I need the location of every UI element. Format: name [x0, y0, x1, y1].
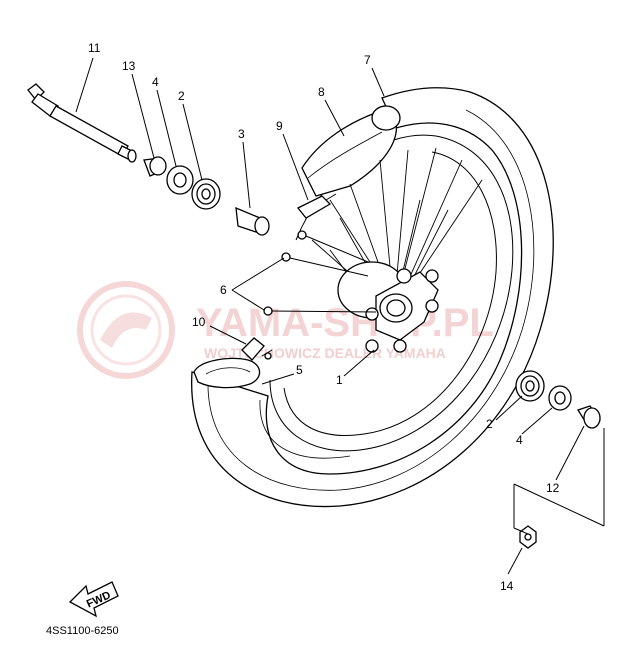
callout-11: 11 — [88, 41, 101, 55]
bolts — [263, 230, 377, 316]
callout-labels: 11 13 4 2 3 9 8 7 6 10 5 1 2 4 12 14 — [88, 41, 560, 593]
callout-10: 10 — [192, 315, 206, 329]
callout-7: 7 — [364, 53, 371, 67]
fwd-label: FWD — [85, 589, 113, 610]
callout-2-lower: 2 — [486, 417, 493, 431]
callout-2-upper: 2 — [178, 89, 185, 103]
part-code: 4SS1100-6250 — [46, 625, 119, 637]
callout-3: 3 — [238, 127, 245, 141]
spoke-nipple — [296, 193, 337, 219]
collar — [143, 156, 167, 177]
callout-8: 8 — [318, 85, 325, 99]
bearing-upper — [191, 178, 221, 210]
callout-14: 14 — [500, 579, 514, 593]
bracket-lines — [513, 428, 605, 535]
callout-4-upper: 4 — [152, 75, 159, 89]
axle — [27, 83, 137, 163]
spacer — [235, 206, 270, 236]
callout-6: 6 — [220, 283, 227, 297]
leader-lines — [75, 57, 585, 575]
callout-4-lower: 4 — [516, 433, 523, 447]
oil-seal-upper — [166, 165, 194, 195]
callout-12: 12 — [546, 481, 560, 495]
watermark-subtext: WOJTECHOWICZ DEALER YAMAHA — [204, 345, 446, 361]
watermark-logo — [77, 281, 175, 379]
watermark-text: YAMA-SHOP.PL — [196, 301, 494, 345]
collar-lower — [577, 405, 601, 429]
callout-5: 5 — [296, 363, 303, 377]
valve — [193, 337, 273, 389]
hub — [337, 261, 439, 353]
callout-9: 9 — [276, 119, 283, 133]
bearing-lower — [515, 370, 545, 402]
tire — [191, 87, 554, 508]
axle-nut — [519, 525, 537, 549]
callout-1: 1 — [336, 373, 343, 387]
callout-13: 13 — [122, 59, 136, 73]
oil-seal-lower — [548, 385, 572, 411]
rim-band — [301, 105, 401, 197]
fwd-arrow-icon: FWD — [68, 581, 119, 618]
